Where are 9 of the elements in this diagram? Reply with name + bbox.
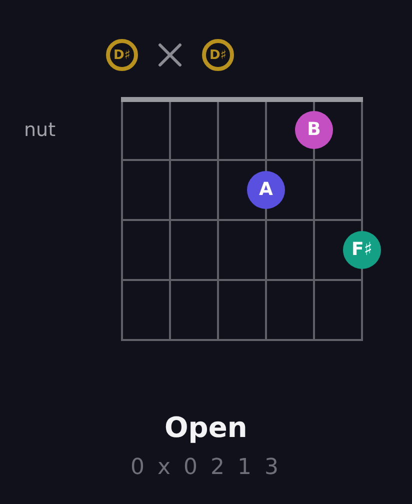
open-string-marker: D♯ (202, 39, 234, 71)
finger-dot: F♯ (343, 231, 381, 269)
finger-dot: A (247, 171, 285, 209)
muted-string-icon (158, 43, 182, 67)
nut-label: nut (24, 121, 56, 140)
finger-dot: B (295, 111, 333, 149)
chord-name: Open (164, 414, 248, 442)
open-string-marker: D♯ (106, 39, 138, 71)
fingering-label: 0 x 0 2 1 3 (130, 457, 282, 479)
